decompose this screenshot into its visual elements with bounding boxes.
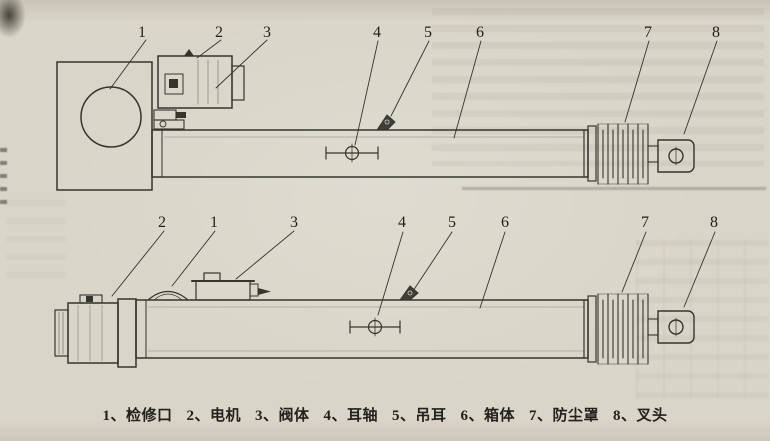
callout-5: 5 xyxy=(448,214,456,231)
callout-2: 2 xyxy=(158,214,166,231)
caption-item-8: 8、叉头 xyxy=(613,408,668,424)
callout-5: 5 xyxy=(424,24,432,41)
motor xyxy=(157,49,245,109)
caption-item-5: 5、吊耳 xyxy=(392,408,447,424)
callout-4: 4 xyxy=(373,24,381,41)
callout-7: 7 xyxy=(644,24,652,41)
inspection-port xyxy=(147,290,189,301)
callout-1: 1 xyxy=(138,24,146,41)
lifting-lug xyxy=(376,114,396,131)
fork-head xyxy=(647,139,695,173)
fork-head xyxy=(647,310,695,344)
caption-item-7: 7、防尘罩 xyxy=(529,408,600,424)
rod-seal-head xyxy=(583,125,597,182)
caption-item-3: 3、阀体 xyxy=(254,408,310,424)
caption-item-4: 4、耳轴 xyxy=(323,408,378,424)
technical-drawing: 1 2 3 4 5 6 7 8 xyxy=(54,24,720,368)
trunnion xyxy=(349,317,401,337)
callout-3: 3 xyxy=(263,24,271,41)
figure-caption: 1、检修口 2、电机 3、阀体 4、耳轴 5、吊耳 6、箱体 7、防尘罩 8、叉头 xyxy=(0,404,770,425)
top-view: 1 2 3 4 5 6 7 8 xyxy=(56,24,720,191)
gearbox-housing xyxy=(56,61,153,191)
callout-6: 6 xyxy=(476,24,484,41)
valve-body xyxy=(191,272,271,301)
leader-lines xyxy=(109,39,718,146)
callout-numbers: 2 1 3 4 5 6 7 8 xyxy=(158,214,718,231)
motor-top-bolt xyxy=(184,49,194,56)
leader-lines xyxy=(111,230,716,316)
callout-3: 3 xyxy=(290,214,298,231)
caption-item-6: 6、箱体 xyxy=(460,408,516,424)
callout-2: 2 xyxy=(215,24,223,41)
callout-1: 1 xyxy=(210,214,218,231)
callout-8: 8 xyxy=(712,24,720,41)
paper-edge-marks xyxy=(0,148,7,212)
paper-smudge xyxy=(0,0,26,38)
rod-seal-head xyxy=(583,295,597,363)
caption-item-1: 1、检修口 xyxy=(102,408,173,424)
bottom-view: 2 1 3 4 5 6 7 8 xyxy=(54,214,718,368)
inspection-port xyxy=(80,86,142,148)
callout-4: 4 xyxy=(398,214,406,231)
callout-7: 7 xyxy=(641,214,649,231)
caption-item-2: 2、电机 xyxy=(186,408,241,424)
callout-numbers: 1 2 3 4 5 6 7 8 xyxy=(138,24,720,41)
trunnion xyxy=(325,143,379,163)
dust-cover-bellows xyxy=(597,123,649,185)
cylinder-body xyxy=(135,299,589,359)
motor xyxy=(54,294,137,368)
dust-cover-bellows xyxy=(597,293,649,365)
valve-body xyxy=(153,109,186,130)
valve-fitting-arrow xyxy=(258,288,271,295)
callout-8: 8 xyxy=(710,214,718,231)
callout-6: 6 xyxy=(501,214,509,231)
